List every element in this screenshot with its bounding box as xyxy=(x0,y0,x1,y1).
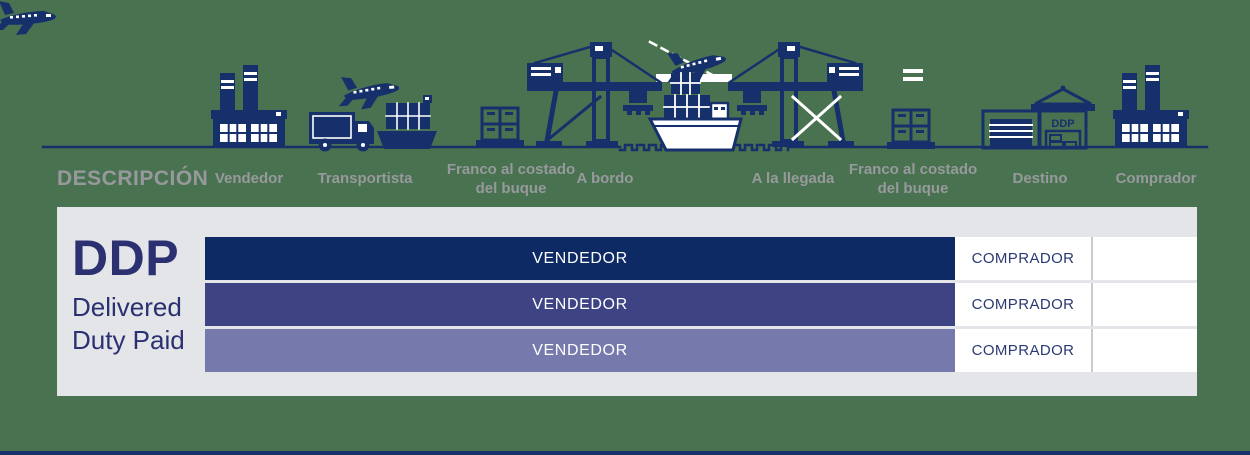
cargo-ship-small-icon xyxy=(377,95,437,149)
stage-label-destino: Destino xyxy=(1012,170,1068,188)
empty-cell xyxy=(1093,329,1197,372)
stage-label-a-bordo: A bordo xyxy=(576,170,634,188)
bottom-rule xyxy=(0,451,1250,455)
incoterm-name-line2: Duty Paid xyxy=(72,324,185,355)
cell-divider xyxy=(1091,237,1093,280)
seller-bar-label: VENDEDOR xyxy=(532,341,628,359)
incoterm-name-line1: Delivered xyxy=(72,292,182,322)
equals-mark xyxy=(903,69,923,81)
incoterm-code: DDP xyxy=(72,230,180,286)
stage-label-transportista: Transportista xyxy=(317,170,413,188)
cell-divider xyxy=(1091,283,1093,326)
incoterm-table: DDP Delivered Duty Paid VENDEDOR COMPRAD… xyxy=(57,207,1197,396)
buyer-cell: COMPRADOR xyxy=(955,283,1091,326)
description-heading: DESCRIPCIÓN xyxy=(57,167,209,190)
container-ship-icon xyxy=(647,72,743,152)
responsibility-rows: VENDEDOR COMPRADOR VENDEDOR COMPRADOR VE… xyxy=(205,237,1197,372)
seller-bar: VENDEDOR xyxy=(205,283,955,326)
stage-label-franco-costado-2: Franco al costado del buque xyxy=(848,160,978,197)
logistics-illustration: DDP xyxy=(0,1,1209,152)
seller-bar-label: VENDEDOR xyxy=(532,295,628,313)
incoterm-title-block: DDP Delivered Duty Paid xyxy=(72,233,185,357)
buyer-cell-label: COMPRADOR xyxy=(971,250,1075,267)
airplane-icon xyxy=(0,1,56,35)
empty-cell xyxy=(1093,237,1197,280)
empty-cell xyxy=(1093,283,1197,326)
seller-bar: VENDEDOR xyxy=(205,329,955,372)
truck-icon xyxy=(309,112,374,152)
warehouse-icon: DDP xyxy=(981,85,1095,150)
factory-icon-buyer xyxy=(1112,64,1190,148)
seller-bar-label: VENDEDOR xyxy=(532,249,628,267)
table-row: VENDEDOR COMPRADOR xyxy=(205,283,1197,326)
port-crane-right-icon xyxy=(728,42,863,147)
stage-label-a-la-llegada: A la llegada xyxy=(751,170,835,188)
incoterm-name: Delivered Duty Paid xyxy=(72,291,185,357)
stage-label-franco-costado-1: Franco al costado del buque xyxy=(446,160,576,197)
cell-divider xyxy=(1091,329,1093,372)
stage-label-vendedor: Vendedor xyxy=(214,170,284,188)
table-row: VENDEDOR COMPRADOR xyxy=(205,237,1197,280)
buyer-cell-label: COMPRADOR xyxy=(971,342,1075,359)
factory-icon xyxy=(211,65,287,147)
stage-label-comprador: Comprador xyxy=(1115,170,1197,188)
table-row: VENDEDOR COMPRADOR xyxy=(205,329,1197,372)
warehouse-sign: DDP xyxy=(1051,118,1074,130)
takeoff-trail xyxy=(648,40,720,80)
buyer-cell: COMPRADOR xyxy=(955,237,1091,280)
port-crane-left-icon xyxy=(527,42,662,147)
crates-icon xyxy=(476,106,524,147)
crates-icon-arrival xyxy=(885,108,937,151)
buyer-cell: COMPRADOR xyxy=(955,329,1091,372)
seller-bar: VENDEDOR xyxy=(205,237,955,280)
buyer-cell-label: COMPRADOR xyxy=(971,296,1075,313)
